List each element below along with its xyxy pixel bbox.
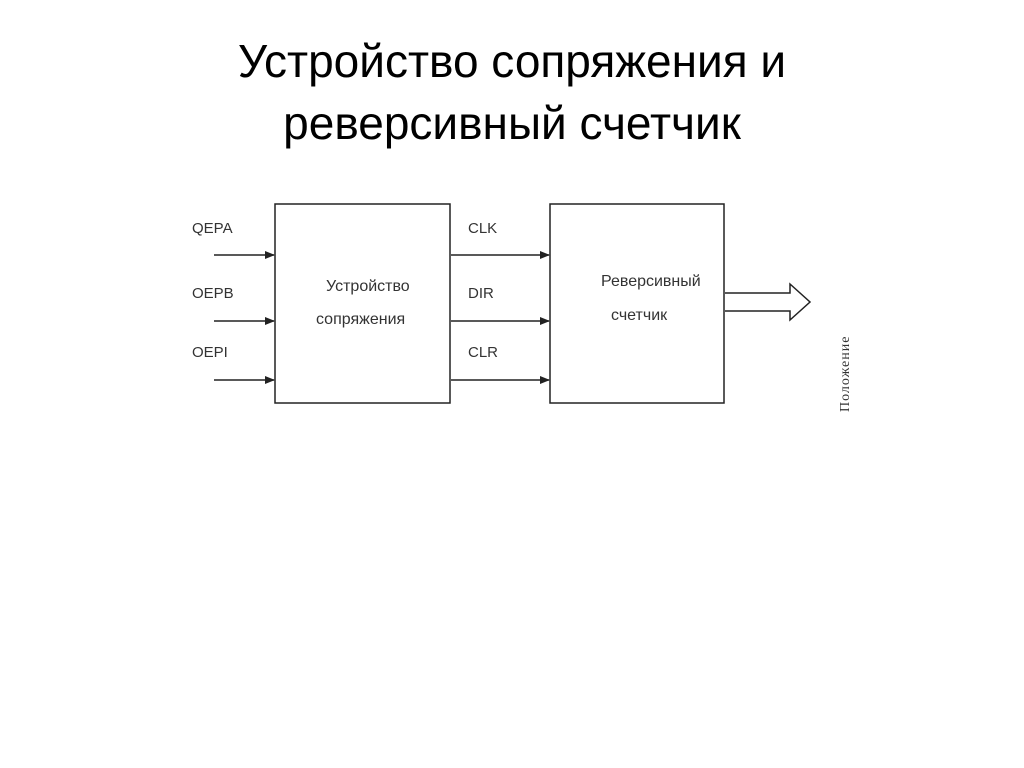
slide-title-line-2: реверсивный счетчик bbox=[283, 97, 741, 149]
output-arrow bbox=[725, 282, 812, 322]
input-label-qepa: QEPA bbox=[192, 220, 233, 237]
interface-block-label-line-2: сопряжения bbox=[316, 311, 405, 328]
interface-block-label-line-1: Устройство bbox=[326, 278, 410, 295]
input-label-oepb: OEPB bbox=[192, 285, 234, 302]
counter-block bbox=[549, 203, 725, 404]
signal-label-clr: CLR bbox=[468, 344, 498, 361]
slide-title-line-1: Устройство сопряжения и bbox=[237, 35, 787, 87]
signal-label-clk: CLK bbox=[468, 220, 497, 237]
slide-title: Устройство сопряжения и реверсивный счет… bbox=[0, 30, 1024, 154]
interface-block bbox=[274, 203, 451, 404]
counter-block-label-line-1: Реверсивный bbox=[601, 273, 701, 290]
counter-block-label-line-2: счетчик bbox=[611, 307, 668, 324]
input-label-oepi: OEPI bbox=[192, 344, 228, 361]
signal-label-dir: DIR bbox=[468, 285, 494, 302]
output-label: Положение bbox=[838, 336, 853, 412]
